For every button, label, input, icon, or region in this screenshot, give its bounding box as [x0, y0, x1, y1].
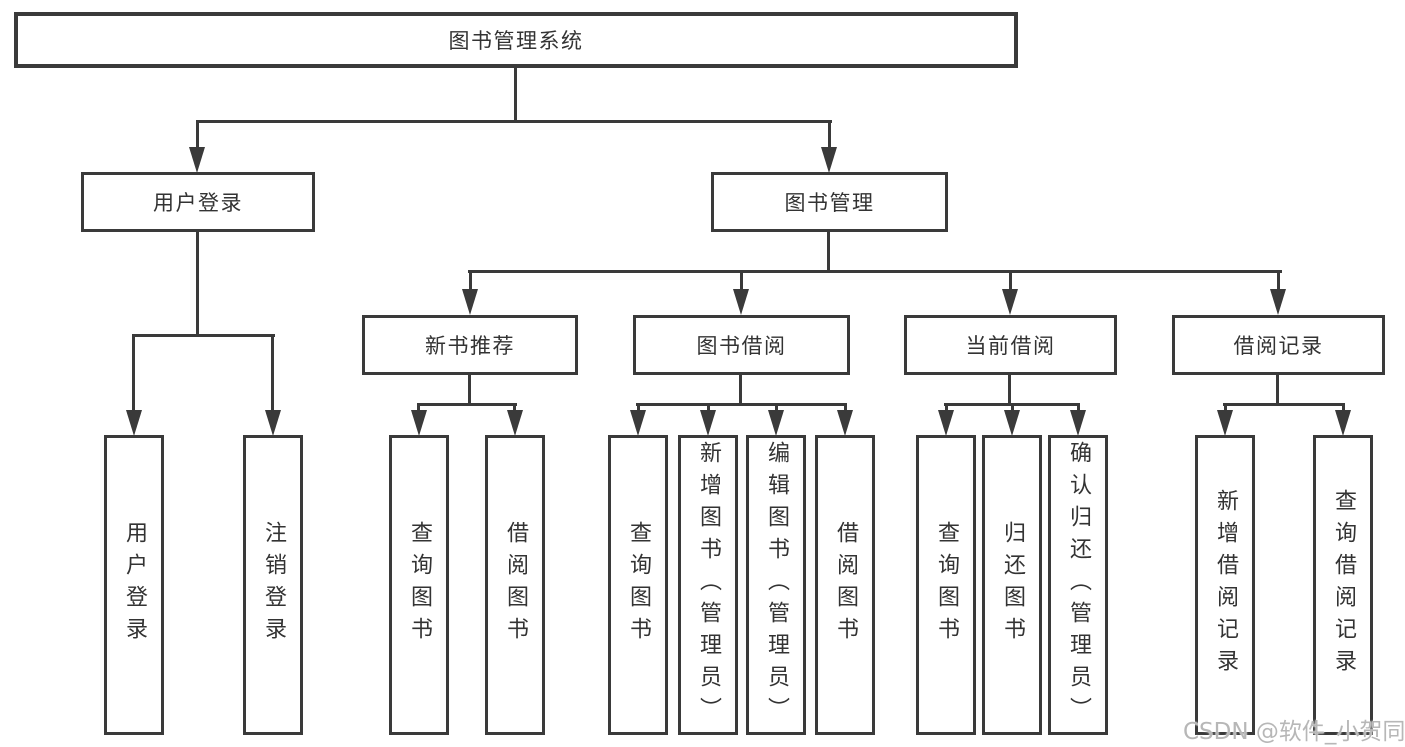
arrow-down-icon — [768, 410, 784, 436]
watermark: CSDN @软件_小贺同学 — [1183, 719, 1405, 745]
leaf-query-books-recommend: 查询图书 — [389, 435, 449, 735]
connector-line — [468, 373, 471, 406]
arrow-down-icon — [411, 410, 427, 436]
connector-line — [1224, 403, 1227, 412]
connector-line — [1277, 270, 1280, 292]
arrow-down-icon — [1070, 410, 1086, 436]
connector-line — [828, 120, 831, 150]
connector-line — [637, 403, 640, 412]
connector-line — [739, 373, 742, 406]
arrow-down-icon — [462, 289, 478, 315]
arrow-down-icon — [126, 410, 142, 436]
leaf-borrow-books-borrowing: 借阅图书 — [815, 435, 875, 735]
leaf-query-books-current: 查询图书 — [916, 435, 976, 735]
leaf-edit-book-admin: 编辑图书（管理员） — [746, 435, 806, 735]
leaf-logout: 注销登录 — [243, 435, 303, 735]
leaf-return-book: 归还图书 — [982, 435, 1042, 735]
leaf-borrow-books-recommend: 借阅图书 — [485, 435, 545, 735]
arrow-down-icon — [189, 147, 205, 173]
arrow-down-icon — [1217, 410, 1233, 436]
connector-line — [132, 334, 135, 412]
node-new-book-recommendation: 新书推荐 — [362, 315, 578, 375]
arrow-down-icon — [1004, 410, 1020, 436]
arrow-down-icon — [821, 147, 837, 173]
arrow-down-icon — [1002, 289, 1018, 315]
connector-line — [469, 270, 472, 292]
node-user-login: 用户登录 — [81, 172, 315, 232]
connector-line — [1011, 403, 1014, 412]
connector-line — [1342, 403, 1345, 412]
leaf-query-books-borrowing: 查询图书 — [608, 435, 668, 735]
arrow-down-icon — [630, 410, 646, 436]
connector-line — [740, 270, 743, 292]
leaf-add-book-admin: 新增图书（管理员） — [678, 435, 738, 735]
arrow-down-icon — [507, 410, 523, 436]
connector-line — [196, 230, 199, 337]
node-book-borrowing: 图书借阅 — [633, 315, 850, 375]
connector-line — [417, 403, 420, 412]
connector-line — [1008, 373, 1011, 406]
arrow-down-icon — [938, 410, 954, 436]
connector-line — [827, 230, 830, 273]
node-borrowing-records: 借阅记录 — [1172, 315, 1385, 375]
connector-line — [196, 120, 199, 150]
connector-line — [636, 403, 847, 406]
leaf-query-borrow-record: 查询借阅记录 — [1313, 435, 1373, 735]
connector-line — [1223, 403, 1345, 406]
connector-line — [514, 66, 517, 123]
leaf-add-borrow-record: 新增借阅记录 — [1195, 435, 1255, 735]
connector-line — [271, 334, 274, 412]
arrow-down-icon — [265, 410, 281, 436]
leaf-user-login: 用户登录 — [104, 435, 164, 735]
node-book-management: 图书管理 — [711, 172, 948, 232]
node-current-borrowing: 当前借阅 — [904, 315, 1117, 375]
connector-line — [707, 403, 710, 412]
arrow-down-icon — [733, 289, 749, 315]
connector-line — [1009, 270, 1012, 292]
arrow-down-icon — [1270, 289, 1286, 315]
connector-line — [1276, 373, 1279, 406]
node-library-management-system: 图书管理系统 — [14, 12, 1018, 68]
leaf-confirm-return-admin: 确认归还（管理员） — [1048, 435, 1108, 735]
connector-line — [945, 403, 948, 412]
connector-line — [468, 270, 1282, 273]
connector-line — [1077, 403, 1080, 412]
arrow-down-icon — [700, 410, 716, 436]
connector-line — [417, 403, 517, 406]
connector-line — [775, 403, 778, 412]
arrow-down-icon — [837, 410, 853, 436]
arrow-down-icon — [1335, 410, 1351, 436]
connector-line — [844, 403, 847, 412]
connector-line — [513, 403, 516, 412]
connector-line — [132, 334, 275, 337]
connector-line — [196, 120, 832, 123]
